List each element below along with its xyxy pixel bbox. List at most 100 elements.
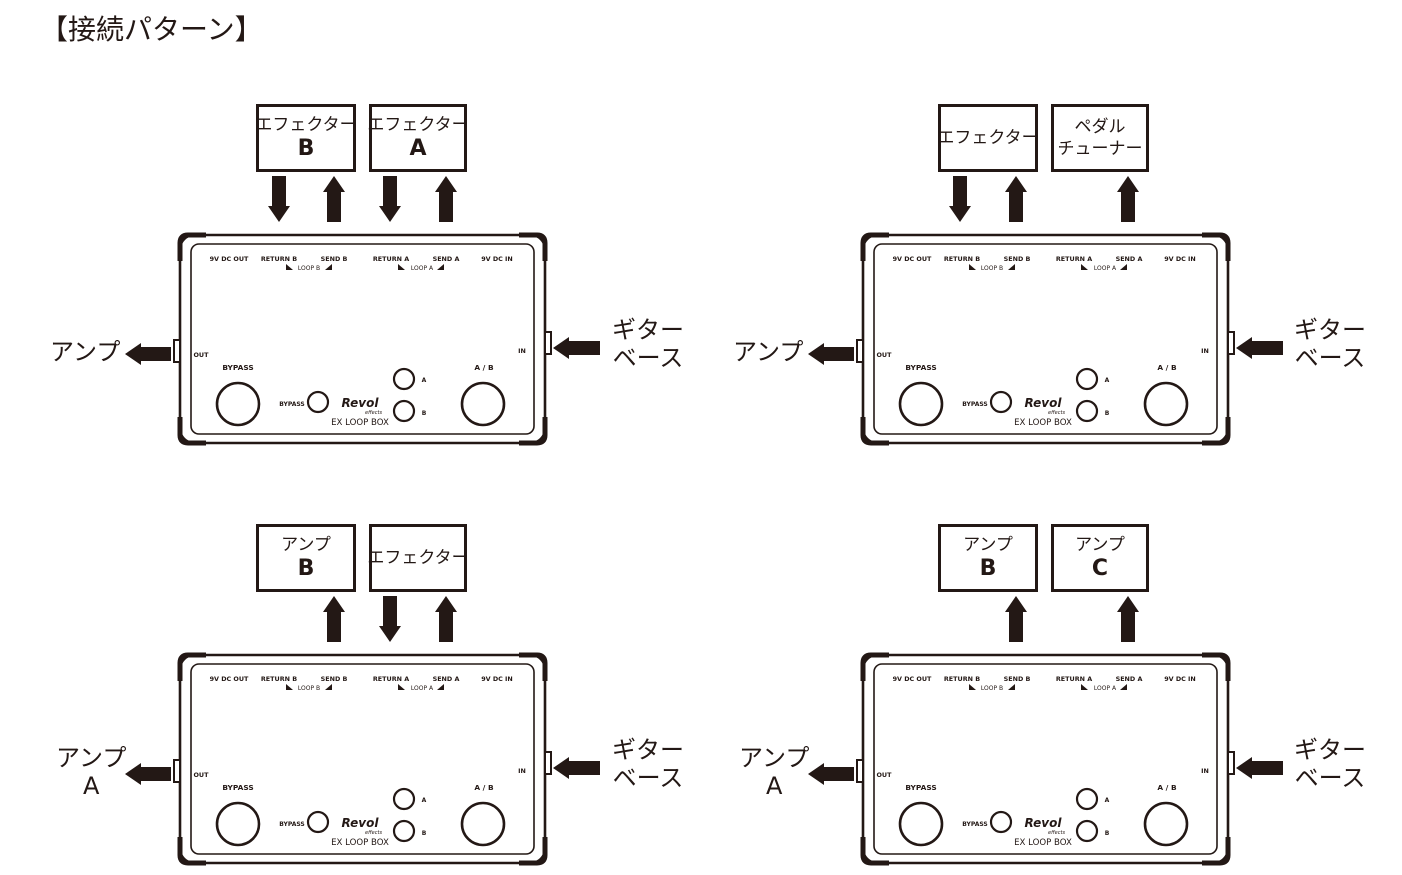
loop-a-label: LOOP A	[1094, 265, 1117, 272]
jack-label: RETURN B	[261, 255, 297, 263]
out-jack-bump	[856, 339, 864, 363]
loop-b-send-marker	[1008, 684, 1015, 690]
signal-arrow-up	[323, 596, 345, 642]
connection-box: エフェクター	[367, 524, 469, 592]
led-a-label: A	[1105, 797, 1110, 804]
signal-arrow-up	[435, 596, 457, 642]
corner-guard	[1202, 652, 1231, 681]
led-b-label: B	[1105, 410, 1110, 417]
corner-guard	[177, 652, 206, 681]
bypass-footswitch-label: BYPASS	[222, 363, 253, 372]
out-jack-bump	[173, 339, 181, 363]
output-label-line: アンプ	[739, 744, 810, 772]
corner-guard	[860, 417, 889, 446]
jack-label: RETURN B	[261, 675, 297, 683]
out-label: OUT	[877, 771, 893, 779]
jack-label: SEND A	[1116, 255, 1143, 263]
ab-footswitch	[460, 801, 506, 847]
bypass-footswitch	[898, 381, 944, 427]
brand-logo: Revol	[1025, 816, 1063, 830]
device-inner-outline	[190, 663, 535, 855]
loop-a-send-marker	[437, 264, 444, 270]
jack-label: 9V DC OUT	[893, 675, 932, 683]
loop-b-return-marker	[969, 684, 976, 690]
loop-a-send-marker	[437, 684, 444, 690]
loop-b-label: LOOP B	[298, 685, 320, 692]
device-body	[861, 653, 1230, 865]
signal-arrow-up	[1117, 596, 1139, 642]
signal-arrow-up	[435, 176, 457, 222]
device-inner-outline	[190, 243, 535, 435]
jack-label: SEND A	[433, 255, 460, 263]
loop-a-label: LOOP A	[411, 685, 434, 692]
jack-label: 9V DC IN	[481, 255, 513, 263]
signal-arrow-down	[379, 176, 401, 222]
loop-b-return-marker	[286, 684, 293, 690]
box-label-line: B	[979, 555, 997, 581]
brand-logo: Revol	[1025, 396, 1063, 410]
in-label: IN	[518, 767, 526, 775]
box-label-line: エフェクター	[367, 547, 469, 568]
loop-a-send-marker	[1120, 264, 1127, 270]
jack-label: 9V DC OUT	[210, 255, 249, 263]
loop-b-label: LOOP B	[981, 265, 1003, 272]
input-label-line: ギター	[1294, 316, 1366, 344]
led-a	[1075, 787, 1099, 811]
output-label: アンプ	[50, 338, 120, 366]
brand-sub-logo: effects	[1048, 830, 1065, 836]
led-b-label: B	[1105, 830, 1110, 837]
led-b	[392, 819, 416, 843]
corner-guard	[519, 232, 548, 261]
output-label-line: A	[82, 772, 100, 800]
out-label: OUT	[194, 771, 210, 779]
corner-guard	[1202, 417, 1231, 446]
out-jack-bump	[856, 759, 864, 783]
model-label: EX LOOP BOX	[1014, 838, 1072, 848]
corner-guard	[177, 417, 206, 446]
loop-b-send-marker	[325, 684, 332, 690]
corner-guard	[177, 232, 206, 261]
jack-label: 9V DC IN	[481, 675, 513, 683]
bypass-footswitch-label: BYPASS	[905, 783, 936, 792]
signal-arrow-left	[553, 337, 600, 359]
input-label: ギターベース	[612, 316, 684, 372]
loop-a-return-marker	[398, 684, 405, 690]
bypass-footswitch-label: BYPASS	[905, 363, 936, 372]
input-label-line: ベース	[612, 764, 684, 792]
jack-label: RETURN B	[944, 255, 980, 263]
out-label: OUT	[877, 351, 893, 359]
ab-footswitch-label: A / B	[1157, 783, 1177, 792]
jack-label: 9V DC OUT	[893, 255, 932, 263]
led-a-label: A	[422, 377, 427, 384]
led-a	[392, 367, 416, 391]
bypass-footswitch	[215, 801, 261, 847]
led-a	[1075, 367, 1099, 391]
ab-footswitch-label: A / B	[474, 783, 494, 792]
device-body	[178, 653, 547, 865]
output-label-line: アンプ	[50, 338, 121, 366]
box-label-line: アンプ	[1075, 534, 1125, 555]
bypass-switch-label: BYPASS	[962, 401, 987, 408]
loop-b-return-marker	[969, 264, 976, 270]
output-label-line: アンプ	[733, 338, 804, 366]
device-body	[178, 233, 547, 445]
input-label: ギターベース	[612, 736, 684, 792]
output-label-line: アンプ	[56, 744, 127, 772]
bypass-switch	[989, 810, 1013, 834]
jack-label: RETURN A	[373, 675, 409, 683]
corner-guard	[519, 652, 548, 681]
in-jack-bump	[544, 331, 552, 355]
led-a-label: A	[422, 797, 427, 804]
box-label-line: B	[297, 555, 315, 581]
jack-label: SEND B	[1004, 255, 1031, 263]
jack-label: SEND B	[321, 255, 348, 263]
bypass-footswitch-label: BYPASS	[222, 783, 253, 792]
signal-arrow-up	[1005, 176, 1027, 222]
